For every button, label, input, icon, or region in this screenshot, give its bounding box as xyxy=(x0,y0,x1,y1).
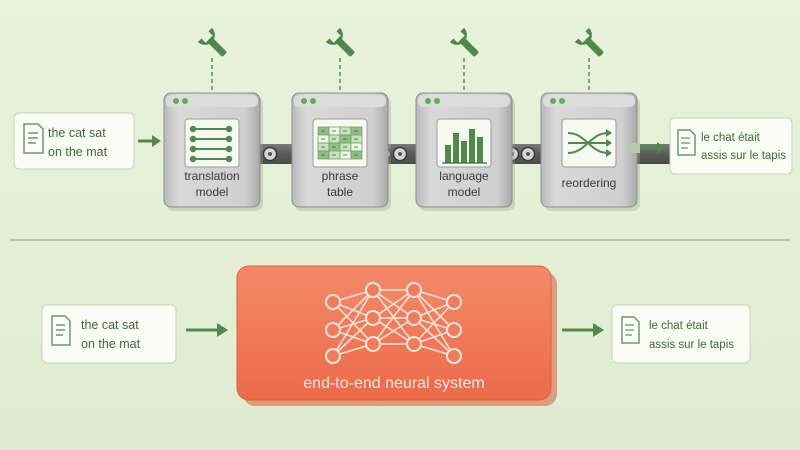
top-output-card: le chat était assis sur le tapis xyxy=(669,117,793,175)
document-icon xyxy=(51,315,71,346)
bottom-input-arrow xyxy=(186,323,228,337)
bottom-pipeline: the cat sat on the mat end-to-end neural… xyxy=(41,265,751,406)
document-icon xyxy=(621,316,640,344)
bottom-output-line-2: assis sur le tapis xyxy=(649,339,734,351)
status-led-icon xyxy=(301,98,307,104)
module-label-line: table xyxy=(327,185,353,199)
bottom-input-line-1: the cat sat xyxy=(81,318,139,332)
status-led-icon xyxy=(173,98,179,104)
document-icon xyxy=(677,129,696,156)
top-output-line-1: le chat était xyxy=(701,132,761,144)
bar-chart-icon xyxy=(442,129,487,164)
bottom-input-line-2: on the mat xyxy=(81,337,141,351)
top-pipeline: the cat sat on the mat translation model p… xyxy=(13,27,793,211)
status-led-icon xyxy=(559,98,565,104)
status-led-icon xyxy=(434,98,440,104)
pipeline-module: reordering xyxy=(540,27,640,211)
bottom-output-line-1: le chat était xyxy=(649,320,709,332)
neural-network-icon xyxy=(325,282,462,364)
pipeline-modules: translation model phrase table language model… xyxy=(163,27,640,211)
module-label-line: model xyxy=(448,185,481,199)
grid-table-icon xyxy=(317,126,363,160)
document-icon xyxy=(23,123,44,154)
wrench-icon xyxy=(574,27,604,57)
top-input-arrow xyxy=(138,135,161,147)
status-led-icon xyxy=(182,98,188,104)
status-led-icon xyxy=(425,98,431,104)
bottom-input-card: the cat sat on the mat xyxy=(41,304,177,364)
crossing-arrows-icon xyxy=(567,129,612,157)
top-input-line-1: the cat sat xyxy=(48,126,106,140)
status-led-icon xyxy=(310,98,316,104)
neural-system-label: end-to-end neural system xyxy=(303,375,484,392)
wrench-icon xyxy=(325,27,355,57)
pipeline-module: phrase table xyxy=(291,27,391,211)
wrench-icon xyxy=(449,27,479,57)
top-input-line-2: on the mat xyxy=(48,145,108,159)
top-output-arrow xyxy=(628,142,666,154)
module-label-line: model xyxy=(196,185,229,199)
top-output-line-2: assis sur le tapis xyxy=(701,150,786,162)
module-label-line: translation xyxy=(184,169,239,183)
pipeline-module: language model xyxy=(415,27,515,211)
status-led-icon xyxy=(550,98,556,104)
alignment-lines-icon xyxy=(189,125,233,163)
module-label-line: phrase xyxy=(322,169,359,183)
wrench-icon xyxy=(197,27,227,57)
top-input-card: the cat sat on the mat xyxy=(13,112,135,170)
module-label-line: language xyxy=(439,169,489,183)
pipeline-module: translation model xyxy=(163,27,263,211)
bottom-output-card: le chat était assis sur le tapis xyxy=(611,304,751,364)
bottom-output-arrow xyxy=(562,323,604,337)
module-label-line: reordering xyxy=(562,176,617,190)
neural-system-box: end-to-end neural system xyxy=(236,265,557,406)
